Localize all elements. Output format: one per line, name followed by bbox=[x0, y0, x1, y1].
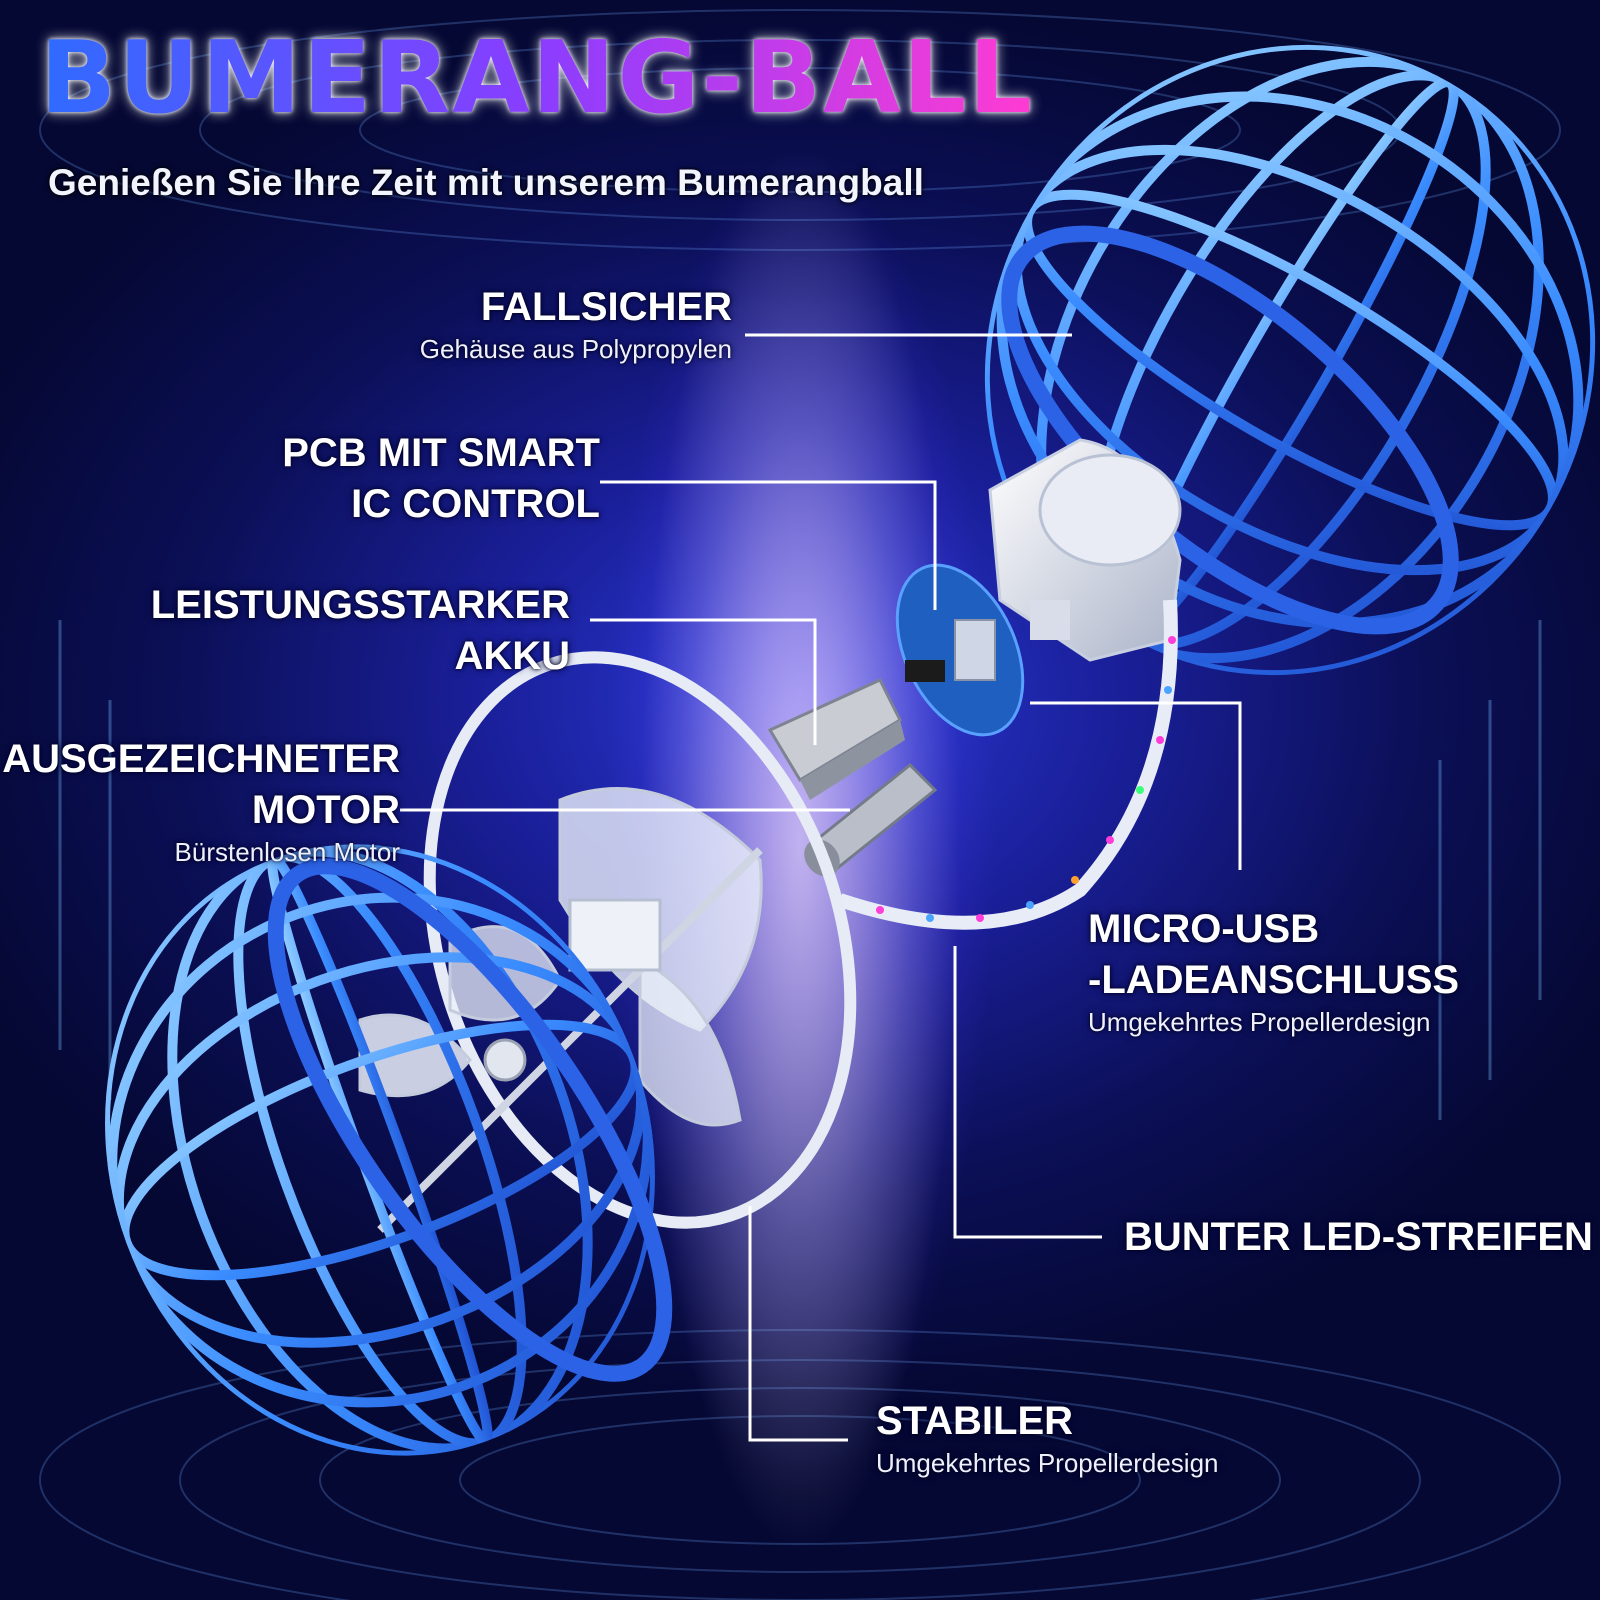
callout-motor-line1: AUSGEZEICHNETER bbox=[2, 737, 400, 781]
callout-akku-line2: AKKU bbox=[454, 634, 570, 679]
callout-usb-sub: Umgekehrtes Propellerdesign bbox=[1088, 1007, 1431, 1038]
callout-motor-line2: MOTOR bbox=[251, 788, 400, 833]
callout-led: BUNTER LED-STREIFEN bbox=[1124, 1212, 1593, 1263]
callout-stabiler-sub: Umgekehrtes Propellerdesign bbox=[876, 1448, 1219, 1479]
page-title: BUMERANG-BALL bbox=[40, 19, 1034, 136]
callout-stabiler-title: STABILER bbox=[876, 1399, 1074, 1443]
callout-akku: LEISTUNGSSTARKER AKKU bbox=[151, 580, 570, 682]
callout-fallsicher-title: FALLSICHER bbox=[480, 285, 732, 329]
callout-fallsicher-sub: Gehäuse aus Polypropylen bbox=[419, 334, 732, 365]
callout-usb-line1: MICRO-USB bbox=[1088, 907, 1320, 951]
callout-motor-sub: Bürstenlosen Motor bbox=[174, 837, 400, 868]
bottom-cage-shell bbox=[100, 839, 673, 1461]
callout-akku-line1: LEISTUNGSSTARKER bbox=[150, 583, 570, 627]
center-glow bbox=[640, 150, 960, 1550]
pcb-board bbox=[895, 563, 1025, 737]
callout-lines bbox=[400, 333, 1242, 1442]
callout-usb: MICRO-USB -LADEANSCHLUSS Umgekehrtes Pro… bbox=[1088, 904, 1459, 1040]
callout-fallsicher: FALLSICHER Gehäuse aus Polypropylen bbox=[420, 282, 732, 367]
page-subtitle: Genießen Sie Ihre Zeit mit unserem Bumer… bbox=[48, 162, 924, 203]
callout-motor: AUSGEZEICHNETER MOTOR Bürstenlosen Motor bbox=[2, 734, 400, 870]
callout-pcb-line1: PCB MIT SMART bbox=[282, 431, 600, 475]
motor-housing bbox=[988, 438, 1182, 662]
battery bbox=[767, 678, 905, 800]
callout-usb-line2: -LADEANSCHLUSS bbox=[1088, 958, 1460, 1003]
callout-pcb-line2: IC CONTROL bbox=[351, 482, 600, 527]
callout-led-title: BUNTER LED-STREIFEN bbox=[1124, 1215, 1593, 1259]
callout-pcb: PCB MIT SMART IC CONTROL bbox=[282, 428, 600, 530]
callout-stabiler: STABILER Umgekehrtes Propellerdesign bbox=[876, 1396, 1219, 1481]
light-streaks bbox=[58, 620, 1542, 1120]
